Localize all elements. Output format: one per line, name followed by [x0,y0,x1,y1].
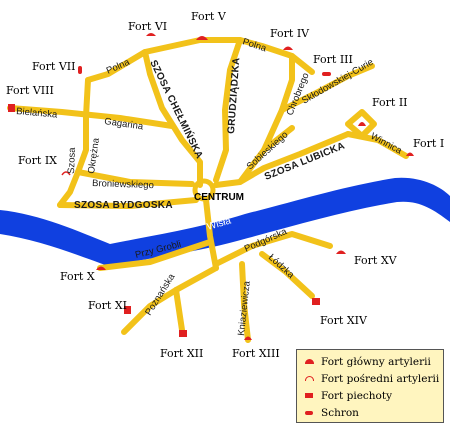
fort-x-marker [96,266,106,270]
fort-viii-marker [8,104,15,112]
road-okrezna [75,77,91,175]
street-polna-west: Polna [105,57,132,77]
street-szosa-okrezna: Szosa [66,147,78,174]
legend-pill-icon [305,410,321,415]
fort-iii-label: Fort III [313,53,353,66]
road-bridge [203,197,219,271]
road-bielanska-gagarina [7,105,175,129]
road-sklodowskiej-curie [279,63,375,113]
fort-xiii-label: Fort XIII [232,347,280,360]
legend-label-main-artillery: Fort główny artylerii [321,355,431,368]
fort-v-label: Fort V [191,10,227,23]
fort-markers [8,33,414,340]
legend-label-infantry: Fort piechoty [321,389,393,402]
fort-xiii-marker [244,336,252,340]
road-lodzka [259,251,315,299]
fort-v-marker [196,36,208,40]
fort-vii-marker [78,66,82,74]
road-grudziadzka [213,37,243,183]
legend-row-infantry: Fort piechoty [305,387,443,404]
fort-ix-marker [61,171,71,176]
street-bielanska: Bielańska [16,106,59,121]
legend-row-main-artillery: Fort główny artylerii [305,353,443,370]
fort-iv-label: Fort IV [270,27,310,40]
fort-xv-label: Fort XV [354,254,398,267]
road-szosa-bydgoska [57,197,199,209]
road-szosa-west [57,169,81,208]
road-przy-grobli [97,239,213,271]
street-szosa-chelminska: SZOSA CHEŁMIŃSKA [147,58,206,161]
road-szosa-lubicka [213,131,351,188]
fort-xiv-label: Fort XIV [320,314,368,327]
road-poznanska-spur [173,287,185,333]
legend-block-icon [305,393,321,398]
fort-x-label: Fort X [60,270,95,283]
street-polna-east: Polna [241,36,268,54]
road-sobieskiego [237,125,295,185]
road-network [7,37,409,343]
street-okrezna: Okrężna [86,137,102,175]
fort-vii-label: Fort VII [32,60,75,73]
fort-xii-label: Fort XII [160,347,203,360]
street-grudziadzka: GRUDZIĄDZKA [226,57,242,134]
legend-row-shelter: Schron [305,404,443,421]
street-szosa-bydgoska: SZOSA BYDGOSKA [74,200,173,211]
legend-label-intermediate-artillery: Fort pośredni artylerii [321,372,440,385]
map-legend: Fort główny artylerii Fort pośredni arty… [296,349,444,423]
fort-ii-label: Fort II [372,96,408,109]
road-chrobrego [261,53,295,153]
road-kniaziewicza [239,261,251,343]
street-gagarina: Gagarina [104,116,145,132]
street-kniaziewicza: Kniaziewicza [236,280,253,336]
road-poznanska [121,265,219,335]
fort-xi-marker [124,306,131,314]
fort-viii-label: Fort VIII [6,84,54,97]
fort-vi-marker [146,33,156,36]
road-broniewskiego [75,169,195,187]
legend-arch-open-icon [305,376,321,381]
road-polna-east [237,37,315,75]
fort-labels: Fort VI Fort V Fort IV Fort III Fort VII… [6,10,444,360]
street-winnica: Winnica [369,131,405,157]
river-wisla [0,177,450,266]
fort-ii-marker [358,122,366,126]
road-podgorska [213,231,333,267]
fort-iii-marker [322,72,331,76]
street-lodzka: Łódzka [266,252,297,281]
legend-label-shelter: Schron [321,406,359,419]
centrum-label: CENTRUM [194,192,244,203]
fort-xiv-marker [312,298,320,305]
legend-arch-filled-icon [305,359,321,364]
fort-i-marker [406,152,414,156]
road-fort-ii-loop [345,109,377,139]
legend-row-intermediate-artillery: Fort pośredni artylerii [305,370,443,387]
fort-xi-label: Fort XI [88,299,127,312]
centrum-roundabout [192,178,216,202]
fort-ix-label: Fort IX [18,154,57,167]
fort-iv-marker [283,46,293,50]
fort-vi-label: Fort VI [128,20,167,33]
street-broniewskiego: Broniewskiego [92,178,154,191]
fort-xv-marker [336,250,346,254]
fort-xii-marker [179,330,187,337]
fort-i-label: Fort I [413,137,444,150]
